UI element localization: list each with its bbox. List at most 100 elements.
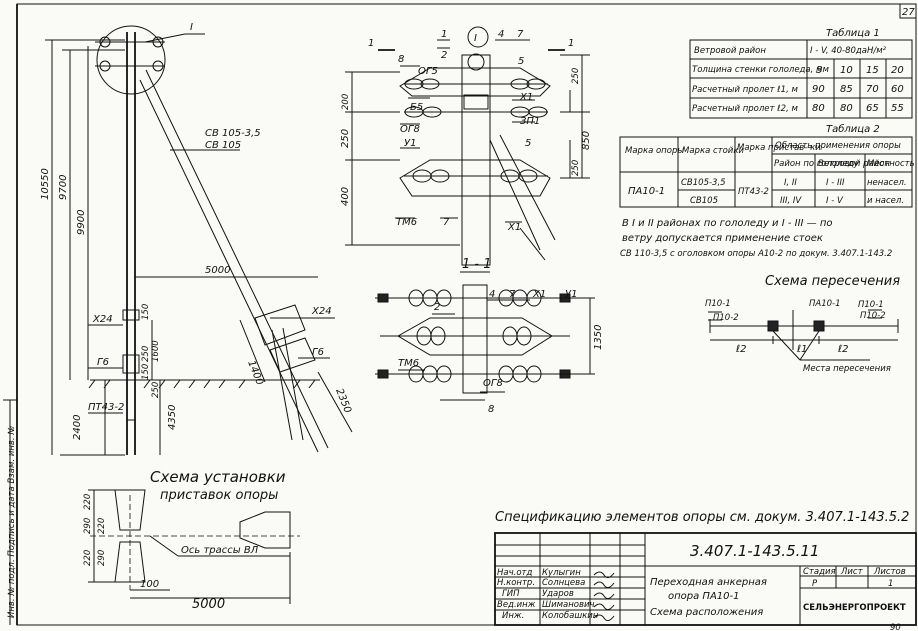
spec-reference: Спецификацию элементов опоры см. докум. … [495,510,909,525]
dim-2400: 2400 [72,415,83,440]
dim-10550: 10550 [40,168,51,200]
signature-0 [593,571,615,579]
dim-850: 850 [581,131,592,150]
dim-5000: 5000 [205,265,230,276]
dim-9900: 9900 [76,210,87,235]
span-l2-left: ℓ2 [736,344,747,355]
dim-200: 200 [341,94,351,110]
table-1: Таблица 1 Ветровой район I - V, 40-80даН… [689,27,913,119]
signature-1 [593,581,615,589]
role-4: Инж. [502,611,524,621]
plan-label-u1: У1 [565,289,577,300]
section-label: 1 - 1 [462,257,492,272]
center-elevation-view: 1 1 I 1 2 4 7 [340,26,592,273]
plan-label-7: 7 [509,289,516,300]
label-5-mid: 5 [525,138,531,149]
doc-code: 3.407.1-143.5.11 [690,542,819,560]
mark-7: 7 [517,29,524,40]
label-og5: ОГ5 [418,66,438,77]
side-margin-stamp: Инв. № подл. Подпись и дата Взам. инв. № [3,399,17,625]
t1-r2-c4: 60 [891,84,904,95]
dim-150-a: 150 [141,304,151,320]
span-l1: ℓ1 [797,344,808,355]
name-4: Колобашкин [542,611,599,621]
plan-label-og8: ОГ8 [483,378,503,389]
t2-r1-stoika: СВ105 [690,196,718,206]
role-3: Вед.инж [497,600,536,610]
signature-3 [593,603,615,611]
label-8-top: 8 [398,54,404,65]
t1-r1-c3: 15 [866,65,879,76]
install-dim-220-b: 220 [97,518,107,534]
label-b5: Б5 [410,102,423,113]
title-line-3: Схема расположения [650,607,763,618]
install-dim-220-a: 220 [83,494,93,510]
crossing-scheme: Схема пересечения П10-1 П10-2 ПА10-1 П10… [705,274,900,374]
table1-title: Таблица 1 [826,27,880,39]
label-5-top: 5 [518,56,524,67]
node-i-circle-label: I [474,33,477,44]
section-mark-left: 1 [368,38,374,49]
dim-250-a: 250 [141,346,151,362]
label-og8: ОГ8 [400,124,420,135]
name-1: Солнцева [542,578,585,588]
crossing-label-p10-1-left: П10-1 [705,299,731,309]
plan-label-x1: Х1 [532,289,546,300]
label-tm6: ТМ6 [396,217,417,228]
label-pole-type-1: СВ 105-3,5 [205,128,261,139]
install-dim-290-b: 290 [97,550,107,566]
mark-2: 2 [441,50,447,61]
t2-r1-veter: I - V [826,196,844,206]
dim-250-top: 250 [571,68,581,84]
table2-title: Таблица 2 [826,123,880,135]
signature-4 [593,614,615,622]
table-2: Таблица 2 Марка опоры Марка стойки Марка… [619,123,915,208]
note-block: В I и II районах по гололеду и I - III —… [620,218,892,259]
install-dim-220-c: 220 [83,550,93,566]
dim-1350: 1350 [593,325,604,350]
name-2: Ударов [542,589,574,599]
label-x1-top: Х1 [519,92,533,103]
dim-2350: 2350 [333,387,353,415]
t1-r3-c2: 80 [840,103,853,114]
t2-h-pristavka: Марка пристав- ки [737,143,821,153]
crossing-label-p10-1-right: П10-1 [858,300,884,310]
t1-r3-c0: Расчетный пролет ℓ2, м [692,104,798,114]
install-dim-5000: 5000 [192,597,225,612]
t2-r0-mestnost: ненасел. [867,178,907,188]
t2-r1-mestnost: и насел. [867,196,904,206]
t1-r3-c4: 55 [891,103,904,114]
t1-r1-c2: 10 [840,65,853,76]
t1-r2-c0: Расчетный пролет ℓ1, м [692,85,798,95]
label-node-i: I [190,22,193,33]
crossing-label-pa10-1: ПА10-1 [809,299,841,309]
label-pole-type-2: СВ 105 [205,140,241,151]
crossing-points-label: Места пересечения [803,364,891,374]
crossing-label-p10-2-right: П10-2 [860,311,886,321]
dim-250-mid: 250 [340,129,351,148]
label-g6-pole: Г6 [97,357,109,368]
name-0: Кулыгин [542,568,581,578]
t1-r1-c4: 20 [891,65,904,76]
install-dim-100: 100 [140,579,159,590]
role-1: Н.контр. [497,578,535,588]
t1-r3-c3: 65 [866,103,879,114]
signature-2 [593,592,615,600]
t2-r0-veter: I - III [826,178,845,188]
label-x1-low: Х1 [507,222,521,233]
role-2: ГИП [502,589,520,599]
sheets-value: 1 [888,579,893,589]
stage-header: Стадия [803,567,836,577]
dim-250-right: 250 [571,160,581,176]
left-pole-view: I СВ 105-3,5 СВ 105 Х24 Г6 ПТ43-2 Х24 Г6… [40,22,353,456]
stage-value: Р [812,579,818,589]
t2-r1-gololed: III, IV [780,196,802,206]
label-7-low: 7 [443,217,450,228]
t1-r0-c0: Ветровой район [694,46,766,56]
mark-4: 4 [498,29,504,40]
page-number: 27 [902,7,915,18]
sheets-header: Листов [873,567,906,577]
route-axis-label: Ось трассы ВЛ [181,545,259,556]
install-scheme: Схема установки приставок опоры 220 290 … [83,468,300,612]
note-line-3: СВ 110-3,5 с оголовком опоры А10-2 по до… [620,249,892,259]
